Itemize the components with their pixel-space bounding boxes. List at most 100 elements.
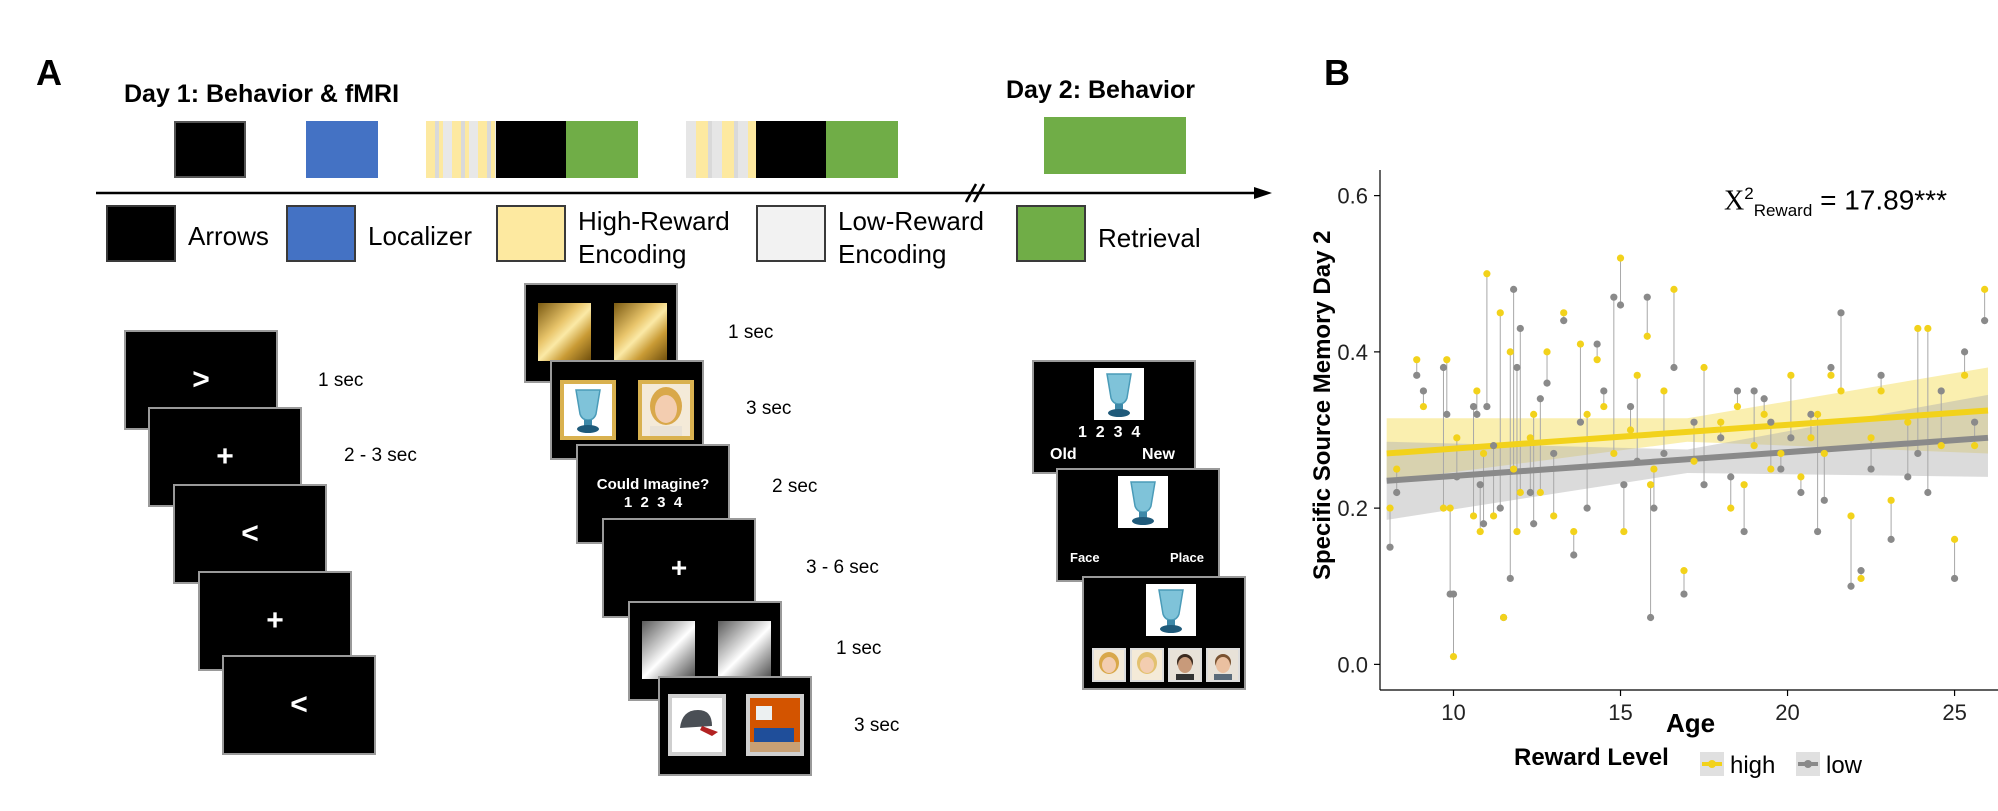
timeline-arrows-block-2 [496,121,566,178]
point-low [1513,363,1521,372]
silver-square-right [718,621,771,679]
point-high [1479,449,1488,458]
point-low [1419,387,1428,395]
point-high [1740,481,1748,489]
encoding-time-1: 1 sec [728,322,774,343]
room-image [746,694,804,756]
point-low [1560,317,1568,325]
point-high [1570,527,1578,536]
point-low [1924,488,1932,497]
retrieval-cup-image-3 [1146,584,1196,636]
x-tick-label: 20 [1775,700,1799,725]
point-low [1787,434,1795,442]
legend-label-high: high [1730,752,1776,779]
fit-line-high [1386,407,1989,457]
point-low [1733,387,1742,395]
point-low [1610,293,1618,301]
point-high [1690,457,1698,465]
face-icon [1176,654,1194,680]
cap-image [668,694,726,756]
point-high [1827,371,1835,379]
arrows-time-2: 2 - 3 sec [344,445,417,466]
face-icon [1137,652,1157,674]
legend-label-low-reward-1: Low-Reward [838,206,984,236]
retrieval-screen-face-place: Face Place [1056,468,1220,582]
legend-swatch-localizer [286,205,356,262]
point-low [1443,410,1451,418]
point-high [1453,434,1461,442]
point-high [1496,309,1504,317]
point-high [1506,348,1514,356]
point-high [1536,488,1544,497]
data-points [1386,254,1989,661]
point-high [1489,512,1498,520]
point-low [1914,449,1922,458]
point-high [1767,465,1775,473]
x-tick-label: 10 [1441,700,1465,725]
point-high [1777,449,1785,458]
chi-value: = 17.89*** [1812,184,1947,216]
point-high [1576,340,1585,348]
point-high [1887,496,1895,504]
gold-square-right [614,303,667,361]
point-high [1670,285,1678,293]
point-high [1797,473,1805,481]
point-low [1620,481,1628,489]
point-high [1593,356,1601,364]
legend-label-localizer: Localizer [368,221,473,251]
gold-square-left [538,303,591,361]
point-low [1904,473,1912,481]
point-low [1600,387,1608,395]
point-high [1847,512,1855,520]
chi-symbol: X [1724,185,1745,217]
cup-image [560,380,616,440]
point-low [1750,387,1758,395]
point-low [1887,535,1895,543]
legend-label-low: low [1826,752,1863,779]
point-low [1777,465,1785,473]
legend-key-low [1796,752,1820,776]
point-high [1439,504,1448,512]
point-low [1960,348,1969,356]
point-low [1510,285,1518,293]
point-low [1393,488,1401,497]
point-low [1727,473,1735,481]
x-tick-label: 25 [1942,700,1966,725]
legend-label-high-reward-1: High-Reward [578,206,730,236]
arrows-screen-5: < [222,655,376,755]
point-low [1479,520,1488,528]
timeline-arrows-block [174,121,246,178]
point-low [1981,317,1989,325]
point-high [1626,426,1635,434]
point-high [1981,285,1989,293]
point-low [1583,504,1591,512]
point-high [1443,356,1451,364]
point-high [1620,527,1628,536]
point-high [1643,332,1651,340]
encoding-time-6: 3 sec [854,715,900,736]
point-low [1767,418,1775,426]
point-low [1740,527,1748,536]
timeline-retrieval-block-2 [826,121,898,178]
imagine-scale: 1 2 3 4 [623,494,683,511]
legend-label-retrieval: Retrieval [1098,223,1201,253]
point-high [1857,574,1865,583]
point-high [1904,418,1912,426]
retrieval-place-label: Place [1170,550,1204,565]
arrows-time-1: 1 sec [318,370,364,391]
legend-title: Reward Level [1514,744,1669,771]
day1-title: Day 1: Behavior & fMRI [124,80,400,108]
point-high [1960,371,1969,379]
point-high [1680,567,1688,575]
encoding-time-3: 2 sec [772,476,818,497]
point-low [1877,371,1885,379]
legend-key-high-dot [1708,760,1716,768]
point-high [1760,410,1768,418]
point-low [1867,465,1875,473]
point-low [1473,410,1481,418]
point-low [1643,293,1651,301]
y-tick-label: 0.6 [1337,184,1368,209]
point-low [1469,402,1478,411]
point-high [1510,465,1518,473]
